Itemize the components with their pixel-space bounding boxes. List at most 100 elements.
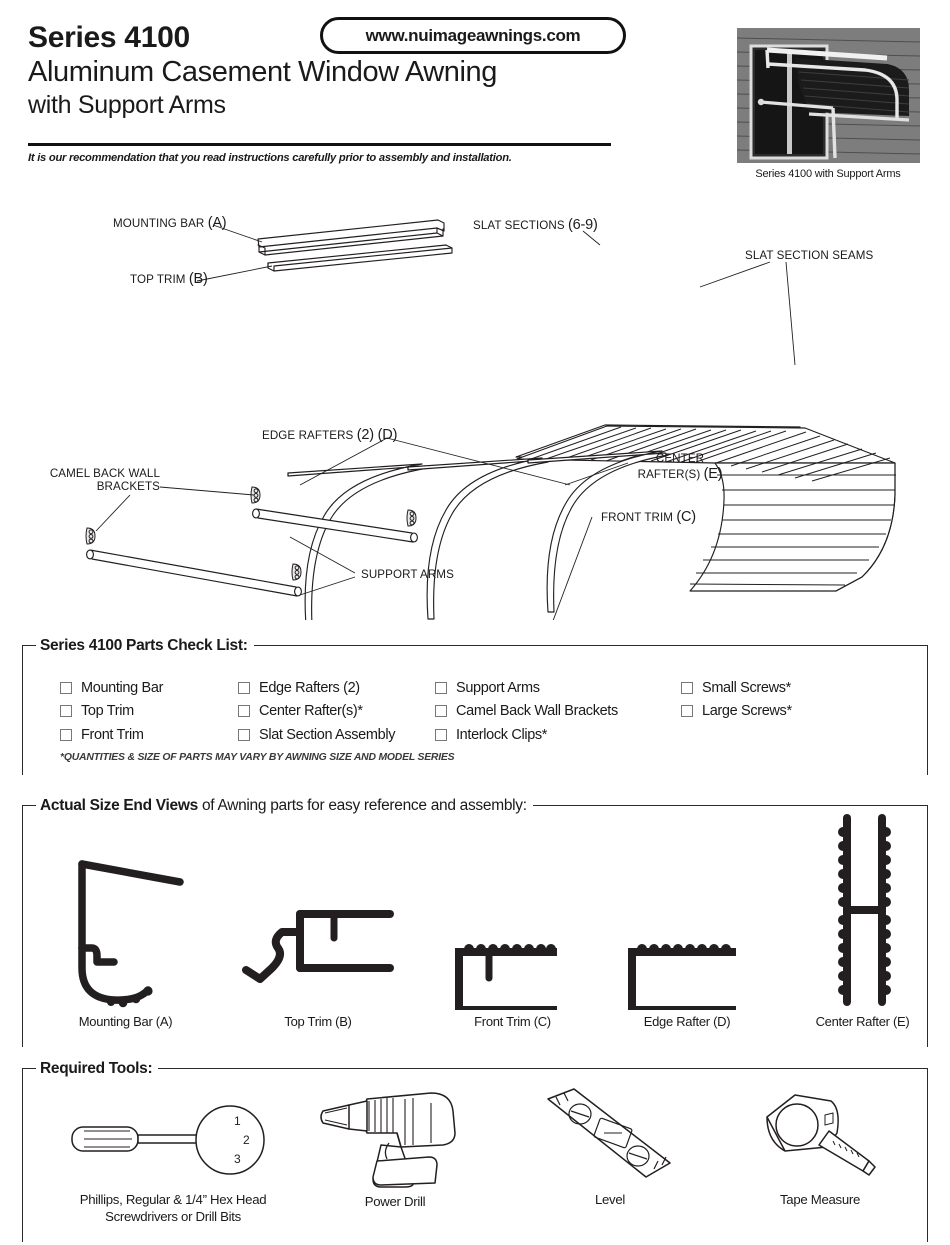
tool-caption-line1: Level [594, 1192, 626, 1207]
label-top-trim-text: TOP TRIM [130, 273, 186, 286]
end-view-caption: Top Trim (B) [284, 1014, 352, 1029]
label-center-rafter-line2: RAFTER(S) [637, 468, 701, 481]
product-title: Aluminum Casement Window Awning [28, 56, 498, 89]
list-item[interactable]: Support Arms [435, 676, 618, 700]
label-front-trim: FRONT TRIM (C) [601, 509, 696, 525]
screwdriver-callout-1: 1 [234, 1114, 241, 1128]
profile-edge-rafter-icon [628, 944, 736, 1010]
checkbox[interactable] [435, 705, 447, 718]
label-edge-rafters-text: EDGE RAFTERS [262, 429, 354, 442]
checklist-footnote: *QUANTITIES & SIZE OF PARTS MAY VARY BY … [60, 752, 455, 763]
checkbox[interactable] [238, 681, 250, 694]
tool-caption-line1: Phillips, Regular & 1/4” Hex Head [79, 1192, 267, 1207]
label-camel-back-brackets: CAMEL BACK WALL BRACKETS [0, 467, 160, 493]
checkbox[interactable] [60, 705, 72, 718]
series-title: Series 4100 [28, 21, 190, 54]
checklist-column-3: Support Arms Camel Back Wall Brackets In… [435, 676, 618, 747]
list-item-label: Top Trim [81, 703, 134, 720]
list-item-label: Slat Section Assembly [259, 726, 396, 743]
label-mounting-bar-text: MOUNTING BAR [113, 217, 205, 230]
profile-top-trim-icon [242, 910, 394, 983]
header-note: It is our recommendation that you read i… [28, 152, 512, 164]
checkbox[interactable] [238, 728, 250, 741]
profile-front-trim-icon [454, 944, 557, 1010]
end-views-title: Actual Size End Views of Awning parts fo… [36, 797, 533, 815]
checkbox[interactable] [238, 705, 250, 718]
label-slat-section-seams: SLAT SECTION SEAMS [745, 249, 874, 262]
list-item[interactable]: Slat Section Assembly [238, 723, 395, 747]
list-item-label: Support Arms [456, 679, 540, 696]
label-front-trim-text: FRONT TRIM [601, 511, 674, 524]
label-center-rafter: CENTER RAFTER(S) (E) [630, 452, 730, 482]
website-url: www.nuimageawnings.com [365, 25, 581, 45]
tool-caption-line1: Power Drill [364, 1194, 426, 1209]
power-drill-icon [320, 1092, 456, 1188]
list-item-label: Large Screws* [702, 703, 792, 720]
end-views-title-rest: of Awning parts for easy reference and a… [197, 797, 527, 814]
tool-tape-measure: Tape Measure [730, 1087, 910, 1209]
website-badge[interactable]: www.nuimageawnings.com [320, 17, 626, 54]
parts-checklist-title: Series 4100 Parts Check List: [36, 637, 254, 655]
list-item[interactable]: Camel Back Wall Brackets [435, 700, 618, 724]
list-item[interactable]: Front Trim [60, 723, 163, 747]
checklist-column-1: Mounting Bar Top Trim Front Trim [60, 676, 163, 747]
list-item-label: Mounting Bar [81, 679, 164, 696]
list-item[interactable]: Mounting Bar [60, 676, 163, 700]
parts-checklist-frame [22, 645, 928, 775]
checklist-column-2: Edge Rafters (2) Center Rafter(s)* Slat … [238, 676, 395, 747]
label-camel-back-line2: BRACKETS [96, 480, 160, 493]
end-view-edge-rafter: Edge Rafter (D) [612, 852, 762, 1029]
end-view-front-trim: Front Trim (C) [440, 852, 585, 1029]
photo-caption: Series 4100 with Support Arms [755, 168, 901, 180]
required-tools-title: Required Tools: [36, 1060, 159, 1078]
tool-screwdrivers: 1 2 3 Phillips, Regular & 1/4” Hex Head … [28, 1095, 318, 1225]
list-item-label: Interlock Clips* [456, 726, 548, 743]
checkbox[interactable] [60, 681, 72, 694]
product-subtitle: with Support Arms [28, 90, 226, 119]
header-divider [28, 143, 611, 146]
checkbox[interactable] [681, 705, 693, 718]
list-item-label: Camel Back Wall Brackets [456, 703, 618, 720]
required-tools: 1 2 3 Phillips, Regular & 1/4” Hex Head … [0, 1085, 950, 1245]
tool-caption-line2: Screwdrivers or Drill Bits [105, 1208, 241, 1224]
tool-caption-line1: Tape Measure [780, 1192, 860, 1207]
label-support-arms: SUPPORT ARMS [361, 568, 454, 581]
end-view-top-trim: Top Trim (B) [238, 852, 398, 1029]
list-item[interactable]: Small Screws* [681, 676, 792, 700]
checkbox[interactable] [435, 681, 447, 694]
end-view-caption: Front Trim (C) [474, 1014, 551, 1029]
level-icon [547, 1088, 671, 1178]
list-item[interactable]: Interlock Clips* [435, 723, 618, 747]
label-top-trim: TOP TRIM (B) [130, 271, 208, 287]
label-mounting-bar-code: (A) [207, 215, 227, 231]
tool-caption: Phillips, Regular & 1/4” Hex Head Screwd… [28, 1192, 318, 1225]
title-block: Series 4100 Aluminum Casement Window Awn… [28, 21, 628, 120]
list-item[interactable]: Center Rafter(s)* [238, 700, 395, 724]
label-camel-back-line1: CAMEL BACK WALL [49, 467, 160, 480]
tool-caption: Power Drill [300, 1194, 490, 1211]
profile-center-rafter-icon [837, 814, 891, 1006]
screwdriver-icon: 1 2 3 [71, 1105, 265, 1175]
label-front-trim-code: (C) [676, 509, 696, 525]
exploded-assembly-diagram: MOUNTING BAR (A) TOP TRIM (B) SLAT SECTI… [0, 195, 950, 620]
label-edge-rafters-code: (2) (D) [356, 427, 398, 443]
list-item[interactable]: Top Trim [60, 700, 163, 724]
label-slat-sections-text: SLAT SECTIONS [473, 219, 565, 232]
tape-measure-icon [766, 1094, 876, 1176]
tool-caption: Level [520, 1192, 700, 1209]
end-view-caption: Edge Rafter (D) [643, 1014, 731, 1029]
end-views-title-bold: Actual Size End Views [40, 797, 198, 814]
screwdriver-callout-2: 2 [243, 1133, 250, 1147]
required-tools-frame [22, 1068, 928, 1242]
document-header: Series 4100 Aluminum Casement Window Awn… [0, 0, 950, 190]
tool-caption: Tape Measure [730, 1192, 910, 1209]
list-item[interactable]: Edge Rafters (2) [238, 676, 395, 700]
label-mounting-bar: MOUNTING BAR (A) [113, 215, 227, 231]
list-item[interactable]: Large Screws* [681, 700, 792, 724]
checkbox[interactable] [681, 681, 693, 694]
checkbox[interactable] [60, 728, 72, 741]
end-view-center-rafter: Center Rafter (E) [795, 810, 930, 1029]
list-item-label: Front Trim [81, 726, 144, 743]
checkbox[interactable] [435, 728, 447, 741]
